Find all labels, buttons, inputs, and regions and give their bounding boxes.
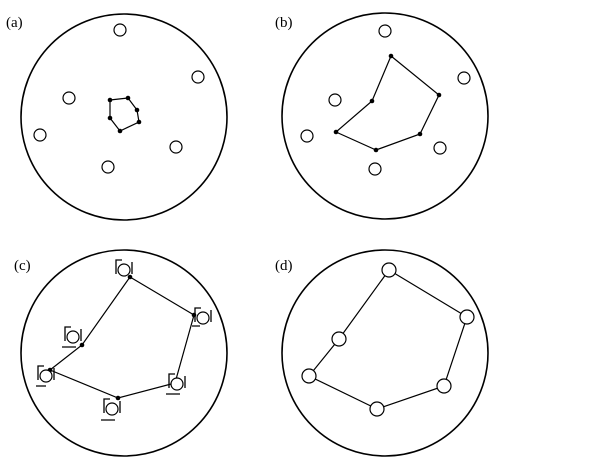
target-circle: [101, 160, 115, 174]
vertex-dot: [127, 274, 133, 280]
panel-d-label: (d): [275, 258, 293, 274]
vertex-dot: [388, 53, 394, 59]
panel-d: (d): [275, 249, 489, 457]
panel-c-bracket-markers: [36, 259, 212, 421]
panel-a-targets: [33, 23, 205, 174]
panel-a-vertices: [107, 95, 142, 134]
target-circle: [369, 401, 385, 417]
vertex-dot: [373, 147, 379, 153]
vertex-dot: [115, 395, 121, 401]
panel-c: (c): [14, 249, 228, 457]
target-circle: [436, 378, 452, 394]
target-circle: [328, 93, 342, 107]
target-circle: [196, 311, 210, 325]
panel-d-targets: [301, 262, 475, 417]
target-circle: [191, 70, 205, 84]
target-circle: [331, 331, 347, 347]
target-circle: [62, 91, 76, 105]
vertex-dot: [333, 129, 339, 135]
target-circle: [105, 402, 119, 416]
panel-d-boundary-circle: [281, 249, 489, 457]
panel-a-boundary-circle: [20, 13, 228, 221]
panel-a-small-polygon: [109, 97, 140, 132]
panel-b-expanded-polygon: [334, 55, 440, 151]
target-circle: [169, 140, 183, 154]
target-circle: [459, 309, 475, 325]
bracket-marker: [36, 365, 55, 387]
target-circle: [433, 141, 447, 155]
target-circle: [117, 263, 131, 277]
panel-b: (b): [275, 12, 489, 220]
vertex-dot: [417, 131, 423, 137]
target-circle: [300, 129, 314, 143]
panel-b-vertices: [333, 53, 442, 153]
target-circle: [39, 369, 53, 383]
target-circle: [301, 368, 317, 384]
vertex-dot: [107, 97, 113, 103]
panel-a: (a): [6, 13, 228, 221]
target-circle: [457, 71, 471, 85]
vertex-dot: [369, 98, 375, 104]
vertex-dot: [117, 128, 123, 134]
bracket-marker: [101, 398, 121, 421]
panel-b-label: (b): [275, 15, 293, 31]
target-circle: [33, 128, 47, 142]
vertex-dot: [134, 107, 140, 113]
panel-b-boundary-circle: [281, 12, 489, 220]
vertex-dot: [125, 95, 131, 101]
bracket-marker: [62, 326, 82, 348]
target-circle: [368, 162, 382, 176]
vertex-dot: [136, 119, 142, 125]
target-circle: [113, 23, 127, 37]
vertex-dot: [79, 342, 85, 348]
bracket-marker: [192, 307, 212, 327]
target-circle: [66, 330, 80, 344]
bracket-marker: [166, 373, 186, 395]
panel-c-targets: [39, 263, 210, 416]
panel-b-targets: [300, 24, 471, 176]
vertex-dot: [436, 92, 442, 98]
target-circle: [378, 24, 392, 38]
panel-c-boundary-circle: [20, 249, 228, 457]
bracket-marker: [115, 259, 133, 274]
panel-a-label: (a): [6, 15, 23, 31]
target-circle: [170, 377, 184, 391]
vertex-dot: [107, 115, 113, 121]
panel-c-label: (c): [14, 258, 31, 274]
target-circle: [381, 262, 397, 278]
